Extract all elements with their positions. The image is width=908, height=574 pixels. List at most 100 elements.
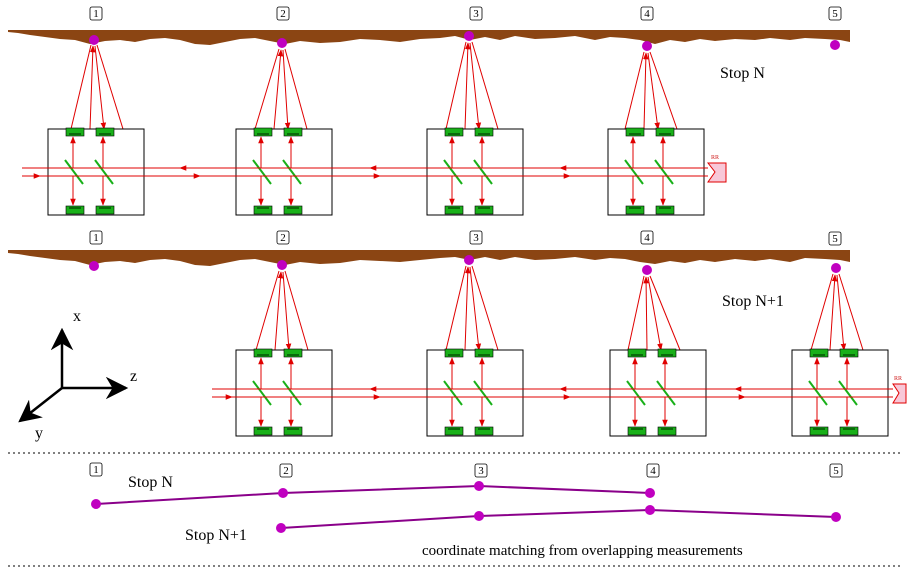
surface-marker [464, 255, 474, 265]
beam-splitter-icon [94, 159, 114, 185]
marker-number: 5 [833, 465, 839, 477]
measurement-module [235, 348, 333, 437]
ccd-icon [627, 348, 647, 358]
retroreflector-label: RR [894, 376, 902, 382]
beam-splitter-icon [282, 159, 302, 185]
surface-marker [831, 263, 841, 273]
ccd-icon [839, 426, 859, 436]
surface-marker [642, 265, 652, 275]
marker-number: 2 [280, 232, 286, 244]
ccd-icon [444, 348, 464, 358]
marker-number-box: 1 [89, 6, 103, 21]
marker-number-box: 1 [89, 230, 103, 245]
sight-ray-pair [810, 273, 864, 351]
retroreflector-label: RR [711, 155, 719, 161]
ccd-icon [444, 205, 464, 215]
marker-number-box: 4 [646, 463, 660, 478]
surface-marker [277, 260, 287, 270]
ccd-icon [253, 127, 273, 137]
surface-marker [642, 41, 652, 51]
surface-marker [277, 38, 287, 48]
ccd-icon [95, 205, 115, 215]
ccd-icon [283, 348, 303, 358]
measurement-module [47, 127, 145, 216]
measurement-module [426, 348, 524, 437]
sight-ray-pair [445, 41, 499, 130]
stop-n-path [95, 484, 651, 505]
marker-number: 1 [93, 464, 99, 476]
sight-ray-pair [70, 44, 124, 130]
ccd-icon [839, 348, 859, 358]
ground-surface [8, 30, 850, 45]
stop-n-label: Stop N [128, 474, 173, 491]
ccd-icon [474, 348, 494, 358]
surface-marker [89, 35, 99, 45]
retroreflector-icon: RR [892, 376, 907, 404]
stop-n-markers [91, 481, 655, 509]
marker-number: 3 [473, 8, 479, 20]
measurement-module [791, 348, 889, 437]
marker-number-box: 5 [828, 231, 842, 246]
caption: coordinate matching from overlapping mea… [422, 543, 743, 559]
beam-splitter-icon [473, 380, 493, 406]
marker-number-box: 5 [829, 463, 843, 478]
ccd-icon [474, 127, 494, 137]
ccd-icon [474, 426, 494, 436]
ccd-icon [625, 127, 645, 137]
ccd-icon [95, 127, 115, 137]
measurement-module [235, 127, 333, 216]
marker-number-box: 3 [469, 230, 483, 245]
marker-number-box: 1 [89, 462, 103, 477]
beam-splitter-icon [473, 159, 493, 185]
beam-splitter-icon [656, 380, 676, 406]
ccd-icon [283, 127, 303, 137]
beam-direction-arrows [222, 386, 746, 400]
ccd-icon [65, 205, 85, 215]
laser-beam-lines [22, 167, 708, 177]
ccd-icon [474, 205, 494, 215]
surface-marker [89, 261, 99, 271]
coordinate-axes [18, 327, 129, 423]
marker-number: 3 [473, 232, 479, 244]
axis-x-label: x [73, 308, 81, 325]
ccd-icon [657, 348, 677, 358]
beam-splitter-icon [808, 380, 828, 406]
ccd-icon [444, 426, 464, 436]
axis-y-label: y [35, 425, 43, 442]
laser-beam-lines [212, 388, 893, 398]
measurement-module [609, 348, 707, 437]
retroreflector-icon: RR [706, 155, 727, 183]
ccd-icon [253, 348, 273, 358]
ccd-icon [625, 205, 645, 215]
marker-number: 5 [832, 233, 838, 245]
beam-splitter-icon [443, 159, 463, 185]
surface-marker [464, 31, 474, 41]
sight-ray-pair [624, 51, 678, 130]
marker-number-box: 3 [474, 463, 488, 478]
sight-ray-pair [254, 48, 308, 130]
marker-number-box: 2 [276, 230, 290, 245]
stop-n1-path [280, 508, 837, 529]
axis-z-label: z [130, 368, 137, 385]
stop-n1-markers [276, 505, 841, 533]
ccd-icon [627, 426, 647, 436]
marker-number-box: 2 [276, 6, 290, 21]
ccd-icon [809, 348, 829, 358]
beam-splitter-icon [252, 380, 272, 406]
beam-splitter-icon [64, 159, 84, 185]
beam-splitter-icon [838, 380, 858, 406]
beam-splitter-icon [282, 380, 302, 406]
stop-label: Stop N+1 [722, 293, 784, 310]
marker-number-box: 4 [640, 230, 654, 245]
stop-label: Stop N [720, 65, 765, 82]
marker-number-box: 3 [469, 6, 483, 21]
stop-n1-label: Stop N+1 [185, 527, 247, 544]
panel-stop-n-plus-1: 1 2 3 4 5 RR Stop N+1 x z y [8, 230, 907, 442]
sight-ray-pair [627, 275, 681, 351]
measurement-module [607, 127, 705, 216]
marker-number-box: 5 [828, 6, 842, 21]
ccd-icon [809, 426, 829, 436]
ccd-icon [444, 127, 464, 137]
